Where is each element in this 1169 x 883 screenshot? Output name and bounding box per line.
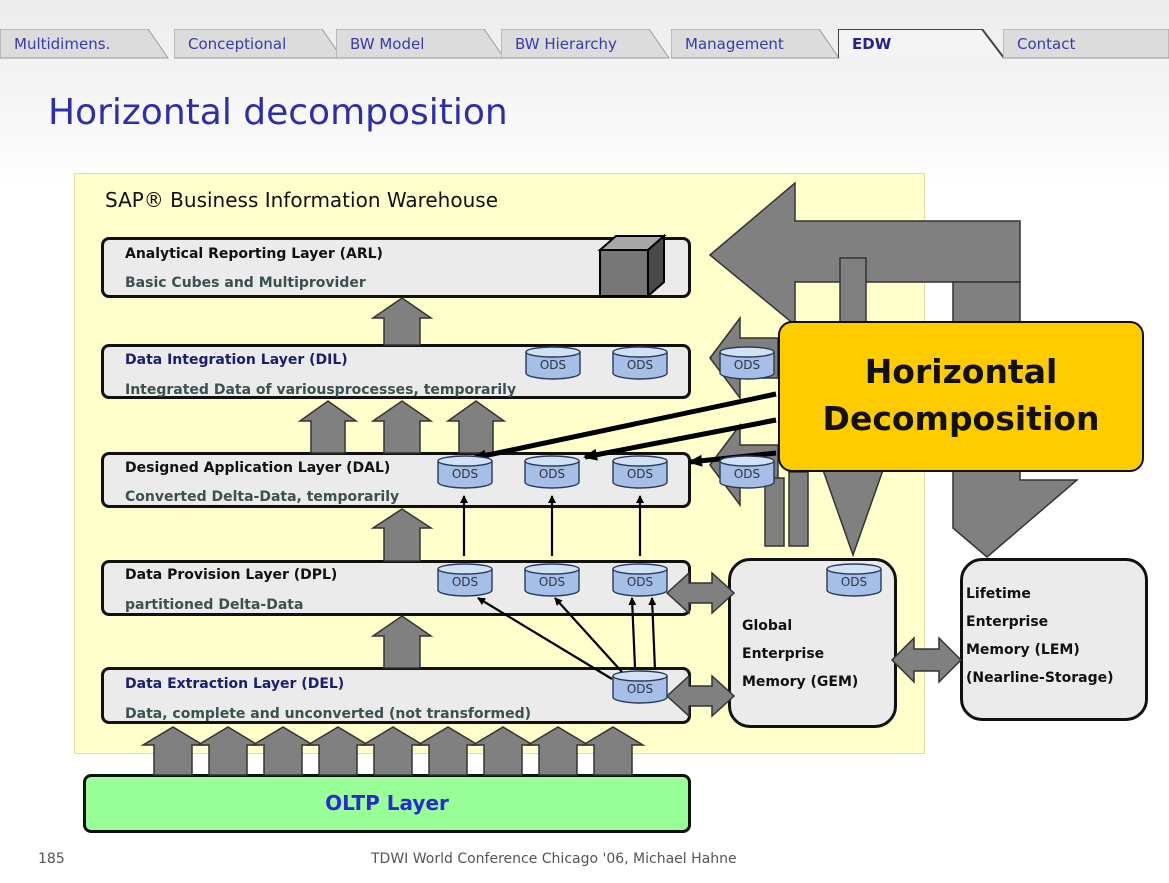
- lem-line: Lifetime: [966, 586, 1031, 602]
- data-extraction-layer-name: Data Extraction Layer (DEL): [125, 676, 345, 692]
- oltp-layer-label: OLTP Layer: [325, 791, 449, 815]
- ods-cylinder-gem: ODS: [825, 563, 883, 597]
- data-integration-layer-name: Data Integration Layer (DIL): [125, 352, 348, 368]
- tab-multidimens[interactable]: Multidimens.: [0, 29, 170, 59]
- analytical-reporting-layer-description: Basic Cubes and Multiprovider: [125, 275, 366, 291]
- ods-label: ODS: [451, 467, 479, 481]
- ods-cylinder-dal-side: ODS: [718, 455, 776, 489]
- gem-feed-bar-right: [788, 471, 809, 547]
- horizontal-decomposition-callout: [778, 321, 1144, 472]
- data-extraction-layer: [101, 667, 691, 724]
- ods-label: ODS: [733, 358, 761, 372]
- ods-cylinder-dil-1: ODS: [524, 346, 582, 380]
- data-provision-layer-name: Data Provision Layer (DPL): [125, 567, 338, 583]
- decomposition-arrow-to-arl: [708, 181, 1021, 327]
- ods-label: ODS: [626, 358, 654, 372]
- analytical-reporting-layer-name: Analytical Reporting Layer (ARL): [125, 246, 383, 262]
- data-provision-layer: [101, 560, 691, 616]
- callout-line-2: Decomposition: [822, 399, 1100, 438]
- tab-bw-model[interactable]: BW Model: [336, 29, 506, 59]
- lem-line: Enterprise: [966, 614, 1049, 630]
- dpl-gem-arrow: [665, 571, 736, 615]
- ods-cylinder-dal-3: ODS: [611, 455, 669, 489]
- designed-application-layer: [101, 452, 691, 508]
- lem-box: [960, 558, 1148, 721]
- cube-icon: [597, 233, 667, 299]
- slide-title: Horizontal decomposition: [48, 92, 508, 133]
- ods-label: ODS: [626, 575, 654, 589]
- warehouse-title: SAP® Business Information Warehouse: [105, 188, 498, 212]
- analytical-reporting-layer: [101, 237, 691, 298]
- gem-line: Enterprise: [742, 646, 825, 662]
- ods-label: ODS: [538, 575, 566, 589]
- ods-cylinder-dpl-2: ODS: [523, 563, 581, 597]
- tab-contact[interactable]: Contact: [1003, 29, 1169, 59]
- ods-label: ODS: [840, 575, 868, 589]
- lem-line: (Nearline-Storage): [966, 670, 1114, 686]
- horizontal-decomposition-label: Horizontal Decomposition: [780, 348, 1142, 442]
- callout-line-1: Horizontal: [864, 352, 1058, 391]
- ods-cylinder-dal-2: ODS: [523, 455, 581, 489]
- data-provision-layer-description: partitioned Delta-Data: [125, 597, 304, 613]
- oltp-upward-arrows: [140, 726, 646, 776]
- ods-label: ODS: [626, 682, 654, 696]
- ods-cylinder-del: ODS: [611, 670, 669, 704]
- page-number: 185: [38, 851, 65, 867]
- footer-text: TDWI World Conference Chicago '06, Micha…: [371, 851, 737, 867]
- callout-arrows: [472, 391, 777, 467]
- data-integration-layer: [101, 344, 691, 399]
- lem-line: Memory (LEM): [966, 642, 1080, 658]
- gem-line: Memory (GEM): [742, 674, 859, 690]
- designed-application-layer-name: Designed Application Layer (DAL): [125, 460, 391, 476]
- del-gem-arrow: [665, 674, 736, 718]
- ods-label: ODS: [538, 467, 566, 481]
- designed-application-layer-description: Converted Delta-Data, temporarily: [125, 489, 400, 505]
- layer-upward-arrows: [297, 297, 507, 669]
- gem-lem-arrow: [890, 636, 963, 684]
- ods-label: ODS: [539, 358, 567, 372]
- data-extraction-layer-description: Data, complete and unconverted (not tran…: [125, 706, 532, 722]
- tab-bw-hierarchy[interactable]: BW Hierarchy: [501, 29, 671, 59]
- gem-label: Global Enterprise Memory (GEM): [742, 612, 858, 696]
- tab-edw[interactable]: EDW: [838, 29, 1008, 59]
- ods-label: ODS: [733, 467, 761, 481]
- data-integration-layer-description: Integrated Data of variousprocesses, tem…: [125, 382, 517, 398]
- ods-flow-arrows: [460, 495, 657, 680]
- oltp-layer: OLTP Layer: [83, 774, 691, 833]
- ods-label: ODS: [451, 575, 479, 589]
- ods-cylinder-dil-side: ODS: [718, 346, 776, 380]
- ods-cylinder-dpl-1: ODS: [436, 563, 494, 597]
- ods-cylinder-dal-1: ODS: [436, 455, 494, 489]
- ods-cylinder-dil-2: ODS: [611, 346, 669, 380]
- ods-cylinder-dpl-3: ODS: [611, 563, 669, 597]
- ods-label: ODS: [626, 467, 654, 481]
- lem-label: Lifetime Enterprise Memory (LEM) (Nearli…: [966, 580, 1114, 692]
- gem-line: Global: [742, 618, 793, 634]
